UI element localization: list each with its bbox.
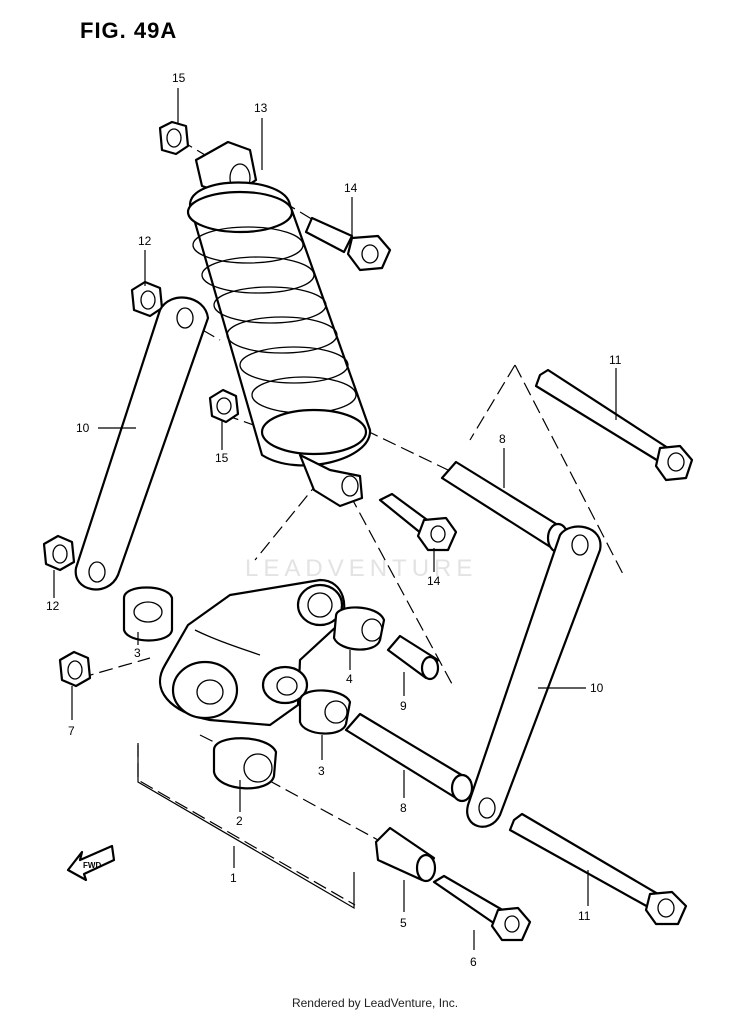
callout-8: 8: [400, 801, 407, 815]
callout-8: 8: [499, 432, 506, 446]
part-5-collar[interactable]: [374, 826, 437, 883]
callout-15: 15: [172, 71, 186, 85]
fwd-label: FWD: [83, 861, 101, 870]
callout-14: 14: [344, 181, 358, 195]
part-9-collar[interactable]: [386, 634, 440, 681]
callout-12: 12: [46, 599, 60, 613]
callout-10: 10: [590, 681, 604, 695]
callout-11: 11: [609, 353, 622, 367]
part-15-nut-middle[interactable]: [208, 388, 240, 424]
shock-absorber[interactable]: [186, 181, 372, 508]
part-15-nut-top[interactable]: [158, 120, 190, 156]
part-10-link-rod-left[interactable]: [74, 296, 210, 591]
cushion-lever[interactable]: [158, 578, 346, 727]
callout-labels: 15 13 14 12 10 15 11 8 14 12 3 7 4 9 10 …: [46, 71, 622, 969]
part-11-long-bolt-top[interactable]: [534, 368, 694, 482]
callout-2: 2: [236, 814, 243, 828]
callout-11: 11: [578, 909, 591, 923]
callout-13: 13: [254, 101, 268, 115]
part-3-bearing-upper[interactable]: [122, 586, 174, 642]
callout-15: 15: [215, 451, 229, 465]
part-14-bolt-top[interactable]: [304, 216, 392, 272]
callout-4: 4: [346, 672, 353, 686]
fwd-arrow-icon: FWD: [66, 844, 116, 882]
callout-6: 6: [470, 955, 477, 969]
part-6-bolt[interactable]: [432, 874, 532, 942]
callout-5: 5: [400, 916, 407, 930]
callout-3: 3: [134, 646, 141, 660]
part-2-bearing[interactable]: [212, 737, 278, 790]
part-12-nut-top[interactable]: [130, 280, 164, 318]
callout-14: 14: [427, 574, 441, 588]
callout-10: 10: [76, 421, 90, 435]
callout-3: 3: [318, 764, 325, 778]
part-3-bearing-lower[interactable]: [298, 689, 352, 735]
part-12-nut-lower[interactable]: [42, 534, 76, 572]
callout-1: 1: [230, 871, 237, 885]
callout-12: 12: [138, 234, 152, 248]
part-1-assembly-bracket: [137, 745, 355, 910]
callout-9: 9: [400, 699, 407, 713]
part-14-bolt-middle[interactable]: [378, 492, 458, 552]
leader-lines: [53, 88, 617, 950]
part-8-collar-upper[interactable]: [440, 460, 570, 554]
callout-7: 7: [68, 724, 75, 738]
figure-title: FIG. 49A: [80, 18, 178, 43]
part-8-collar-lower[interactable]: [344, 712, 474, 803]
footer-credit: Rendered by LeadVenture, Inc.: [291, 996, 459, 1010]
part-7-nut[interactable]: [58, 650, 92, 688]
part-4-bearing[interactable]: [332, 606, 386, 651]
part-11-long-bolt-bottom[interactable]: [508, 812, 688, 926]
part-10-link-rod-right[interactable]: [466, 525, 602, 828]
